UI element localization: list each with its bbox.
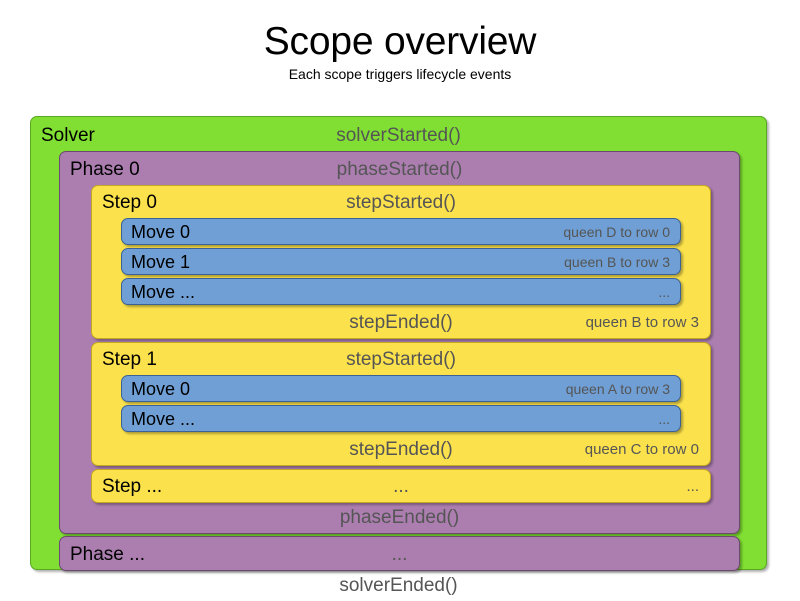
page-header: Scope overview Each scope triggers lifec… bbox=[0, 0, 800, 81]
move-label: Move 1 bbox=[131, 252, 191, 272]
scope-overview-diagram: Solver solverStarted() Phase 0 phaseStar… bbox=[30, 116, 767, 596]
move-label: Move ... bbox=[131, 282, 196, 302]
move-item[interactable]: Move 0 queen D to row 0 bbox=[121, 218, 681, 245]
step-1-ended-detail: queen C to row 0 bbox=[584, 441, 699, 458]
move-detail: queen D to row 0 bbox=[563, 224, 670, 240]
move-label: Move ... bbox=[131, 409, 196, 429]
step-ellipsis-label: Step ... bbox=[102, 476, 163, 497]
step-0-started-event: stepStarted() bbox=[346, 192, 456, 213]
move-detail: queen A to row 3 bbox=[565, 381, 670, 397]
move-detail: ... bbox=[658, 284, 670, 300]
phase-0-ended-event: phaseEnded() bbox=[339, 507, 460, 528]
step-1-header-row: Step 1 stepStarted() bbox=[92, 345, 710, 375]
step-ellipsis-detail: ... bbox=[686, 478, 699, 495]
step-ellipsis-scope[interactable]: Step ... ... ... bbox=[91, 469, 711, 503]
step-1-scope-label: Step 1 bbox=[102, 349, 157, 370]
step-0-ended-detail: queen B to row 3 bbox=[585, 314, 699, 331]
phase-ellipsis-scope[interactable]: Phase ... ... bbox=[59, 536, 740, 571]
move-item[interactable]: Move ... ... bbox=[121, 278, 681, 305]
step-1-started-event: stepStarted() bbox=[346, 349, 456, 370]
phase-ellipsis-event: ... bbox=[391, 544, 408, 565]
move-detail: queen B to row 3 bbox=[564, 254, 670, 270]
move-label: Move 0 bbox=[131, 379, 191, 399]
move-label: Move 0 bbox=[131, 222, 191, 242]
move-row: Move 0 queen D to row 0 bbox=[122, 219, 680, 246]
phase-ellipsis-row: Phase ... ... bbox=[60, 540, 739, 570]
move-item[interactable]: Move 1 queen B to row 3 bbox=[121, 248, 681, 275]
page-title: Scope overview bbox=[263, 20, 537, 63]
phase-ellipsis-label: Phase ... bbox=[70, 544, 145, 565]
solver-footer-row: solverEnded() bbox=[31, 571, 766, 601]
step-0-header-row: Step 0 stepStarted() bbox=[92, 188, 710, 218]
move-detail: ... bbox=[658, 411, 670, 427]
step-0-scope-label: Step 0 bbox=[102, 192, 157, 213]
move-item[interactable]: Move ... ... bbox=[121, 405, 681, 432]
move-row: Move 0 queen A to row 3 bbox=[122, 376, 680, 403]
step-0-footer-row: stepEnded() queen B to row 3 bbox=[92, 308, 710, 338]
phase-0-scope-label: Phase 0 bbox=[70, 159, 140, 180]
page-subtitle: Each scope triggers lifecycle events bbox=[288, 66, 512, 82]
step-ellipsis-event: ... bbox=[393, 476, 409, 497]
step-ellipsis-row: Step ... ... ... bbox=[92, 472, 710, 502]
phase-0-footer-row: phaseEnded() bbox=[60, 503, 739, 533]
move-row: Move ... ... bbox=[122, 406, 680, 433]
move-item[interactable]: Move 0 queen A to row 3 bbox=[121, 375, 681, 402]
phase-0-started-event: phaseStarted() bbox=[336, 159, 463, 180]
move-row: Move ... ... bbox=[122, 279, 680, 306]
move-row: Move 1 queen B to row 3 bbox=[122, 249, 680, 276]
step-0-scope[interactable]: Step 0 stepStarted() Move 0 queen D to r… bbox=[91, 185, 711, 339]
step-1-footer-row: stepEnded() queen C to row 0 bbox=[92, 435, 710, 465]
phase-0-scope[interactable]: Phase 0 phaseStarted() Step 0 stepStarte… bbox=[59, 151, 740, 534]
solver-started-event: solverStarted() bbox=[336, 125, 461, 146]
solver-ended-event: solverEnded() bbox=[339, 575, 458, 596]
solver-header-row: Solver solverStarted() bbox=[31, 121, 766, 151]
phase-0-header-row: Phase 0 phaseStarted() bbox=[60, 155, 739, 185]
step-1-scope[interactable]: Step 1 stepStarted() Move 0 queen A to r… bbox=[91, 342, 711, 466]
solver-scope[interactable]: Solver solverStarted() Phase 0 phaseStar… bbox=[30, 116, 767, 596]
solver-scope-label: Solver bbox=[41, 125, 95, 146]
